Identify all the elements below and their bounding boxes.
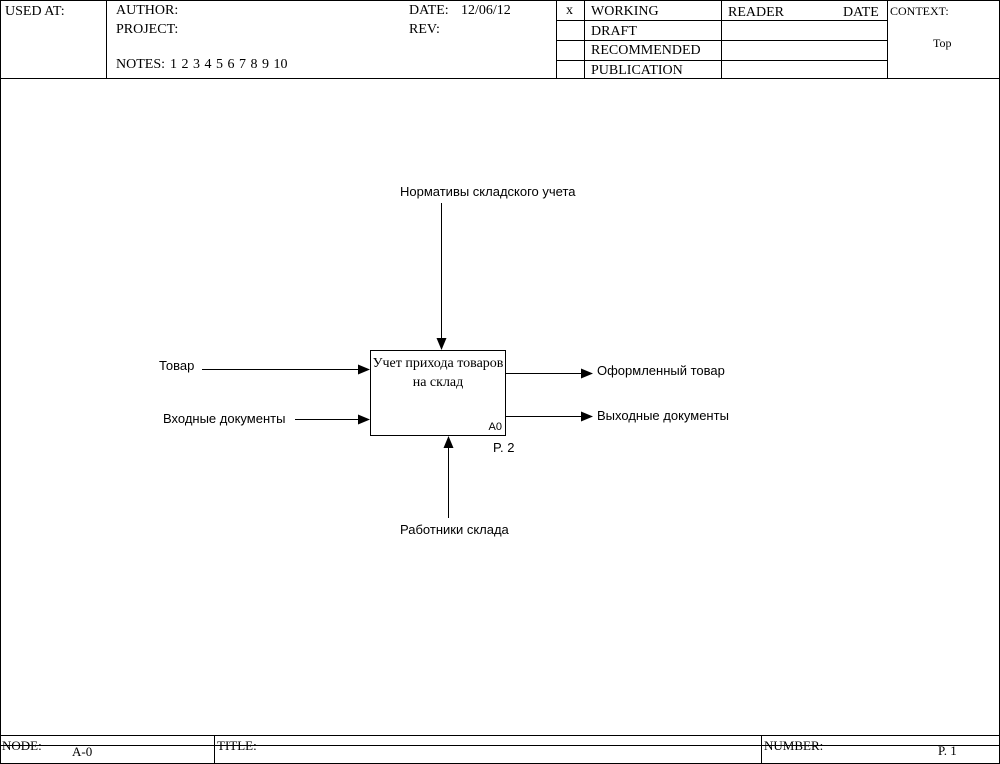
activity-box[interactable]: Учет прихода товаров на склад A0 — [370, 350, 506, 436]
status-publication: PUBLICATION — [591, 63, 683, 78]
author-label: AUTHOR: — [116, 3, 179, 18]
notes-numbers: 1 2 3 4 5 6 7 8 9 10 — [170, 57, 288, 72]
output-label-1: Оформленный товар — [597, 363, 725, 378]
project-label: PROJECT: — [116, 22, 179, 37]
control-label: Нормативы складского учета — [400, 184, 576, 199]
reader-label: READER — [728, 5, 784, 20]
used-at-label: USED AT: — [5, 4, 65, 19]
activity-ref: P. 2 — [493, 440, 515, 455]
date-label: DATE: — [409, 3, 449, 18]
status-draft: DRAFT — [591, 24, 637, 39]
input-label-1: Товар — [159, 358, 195, 373]
node-value: A-0 — [72, 744, 93, 759]
input-label-2: Входные документы — [163, 411, 286, 426]
title-label: TITLE: — [217, 738, 257, 753]
status-working: WORKING — [591, 4, 659, 19]
status-recommended: RECOMMENDED — [591, 43, 701, 58]
rev-label: REV: — [409, 22, 440, 37]
mechanism-label: Работники склада — [400, 522, 509, 537]
notes-label: NOTES: — [116, 57, 165, 72]
status-mark: x — [566, 3, 573, 18]
output-label-2: Выходные документы — [597, 408, 729, 423]
context-label: CONTEXT: — [890, 4, 949, 18]
date-value: 12/06/12 — [461, 3, 511, 18]
context-value: Top — [933, 36, 952, 50]
node-label: NODE: — [2, 738, 42, 753]
number-label: NUMBER: — [764, 738, 824, 753]
reader-date-label: DATE — [843, 5, 879, 20]
activity-title: Учет прихода товаров на склад — [372, 356, 504, 390]
activity-number: A0 — [488, 421, 502, 433]
page-value: P. 1 — [938, 743, 957, 758]
